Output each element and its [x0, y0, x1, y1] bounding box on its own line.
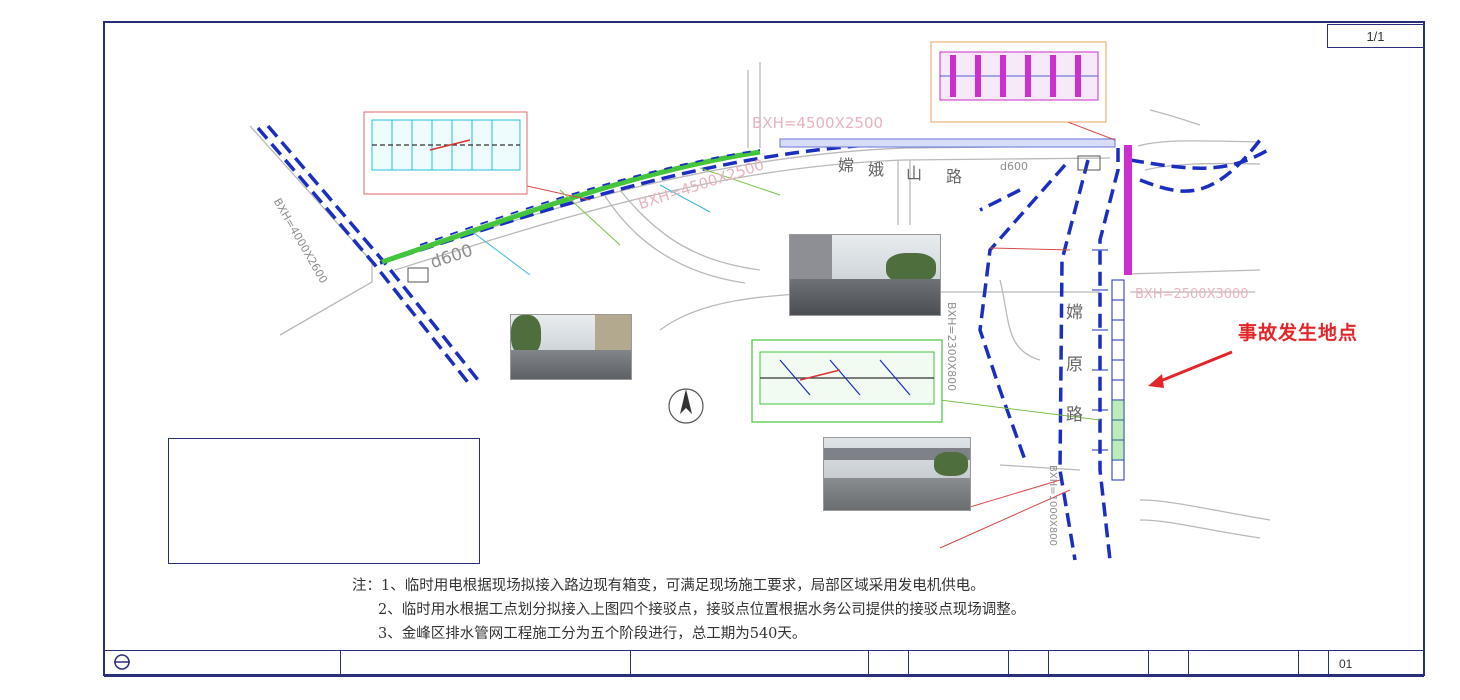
page-number: 1/1: [1327, 24, 1424, 48]
north-arrow-icon: [680, 389, 692, 414]
dim-label-1: BXH=4500X2500: [752, 114, 884, 132]
street-name-east-2: 原: [1066, 355, 1083, 375]
pipe-magenta-vertical: [1124, 145, 1132, 275]
street-name-north-2: 娥: [868, 160, 885, 179]
callout-arrowhead: [1148, 374, 1164, 388]
tb-value-2: [1048, 651, 1148, 676]
dim-label-3: BXH=2500X3000: [1135, 287, 1249, 302]
tb-project: [340, 651, 630, 676]
tb-blank: [630, 651, 868, 676]
pipe-hatched-top: [779, 138, 1116, 148]
leader-lines-green: [559, 167, 1101, 421]
site-photo-1: [789, 234, 941, 316]
tb-label-2: [1008, 651, 1048, 676]
callout-arrow: [1157, 350, 1233, 384]
leader-lines-cyan: [469, 184, 711, 276]
legend: [168, 438, 480, 564]
street-name-east-1: 嫦: [1066, 303, 1083, 323]
site-marker-west: [407, 267, 429, 283]
note-1: 注：1、临时用电根据现场拟接入路边现有箱变，可满足现场施工要求，局部区域采用发电…: [352, 578, 985, 594]
pipe-green-dash: [419, 149, 761, 246]
tb-value-1: [908, 651, 1008, 676]
accident-location-callout: 事故发生地点: [1238, 322, 1359, 344]
pipe-green-segment: [381, 149, 761, 265]
dim-label-6: BXH=2300X800: [945, 302, 958, 392]
tb-sheet-number: 01: [1328, 651, 1424, 676]
site-photo-2: [510, 314, 632, 380]
company-logo: [114, 654, 130, 670]
street-name-north-1: 嫦: [838, 156, 855, 175]
pipe-green-vertical: [1112, 400, 1124, 460]
pipe-ladder-rungs: [1112, 299, 1124, 461]
street-name-north-4: 路: [946, 167, 963, 186]
tb-value-3: [1188, 651, 1298, 676]
tb-label-3: [1148, 651, 1188, 676]
tb-label-1: [868, 651, 908, 676]
tb-label-4: [1298, 651, 1328, 676]
site-marker-north: [1077, 155, 1101, 171]
site-photo-3: [823, 437, 971, 511]
frame-border: [103, 21, 1425, 676]
note-2: 2、临时用水根据工点划分拟接入上图四个接驳点，接驳点位置根据水务公司提供的接驳点…: [378, 602, 1026, 618]
street-name-north-3: 山: [906, 164, 923, 183]
dim-label-7: BXH=1000X800: [1047, 465, 1058, 546]
note-3: 3、金峰区排水管网工程施工分为五个阶段进行，总工期为540天。: [378, 626, 807, 642]
street-name-east-3: 路: [1066, 405, 1083, 425]
title-block: 01: [104, 650, 1424, 677]
dim-label-8: d600: [1000, 160, 1028, 173]
pipe-ticks: [1092, 249, 1108, 451]
